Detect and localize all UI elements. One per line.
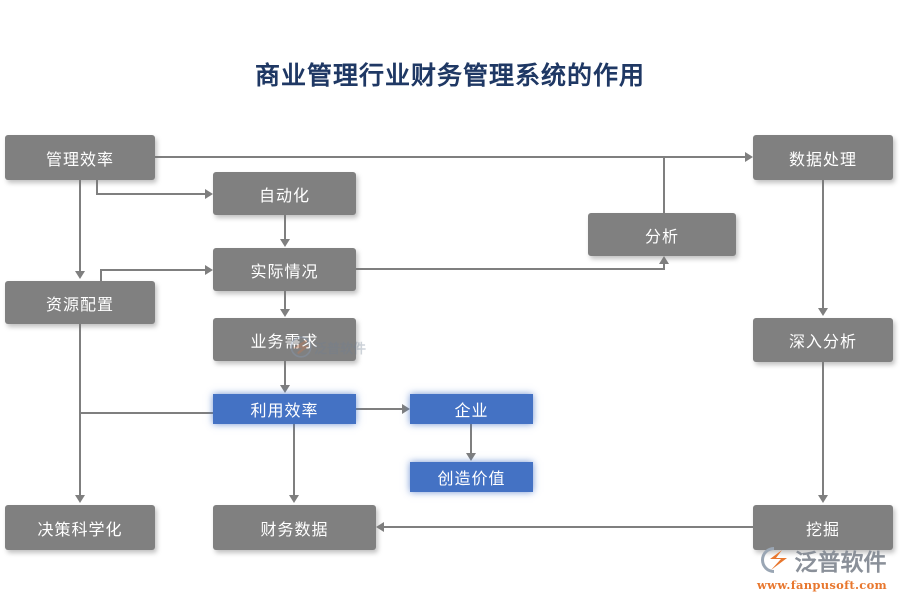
- logo-row: 泛普软件: [758, 543, 887, 577]
- node-label: 业务需求: [250, 331, 319, 351]
- node-label: 数据处理: [788, 149, 857, 169]
- edge-arrow-shijiqingkuang-top: [280, 239, 290, 247]
- edge-arrow-caiwushuju-right: [376, 522, 384, 532]
- node-label: 利用效率: [250, 401, 319, 420]
- edge-arrow-shuju: [745, 152, 753, 162]
- node-label: 企业: [454, 401, 489, 420]
- edge-guanli-shuju: [155, 156, 745, 158]
- node-label: 管理效率: [45, 149, 114, 169]
- edge-liyong-qiye: [356, 408, 402, 410]
- edge-arrow-liyongxiaolv: [280, 385, 290, 393]
- edge-shuju-shenru: [822, 180, 824, 310]
- logo-url: www.fanpusoft.com: [756, 577, 888, 592]
- node-label: 创造价值: [437, 469, 506, 488]
- edge-arrow-fenxi: [659, 256, 669, 264]
- logo-text: 泛普软件: [794, 549, 887, 576]
- node-caiwu-shuju[interactable]: 财务数据: [213, 505, 376, 550]
- node-label: 实际情况: [250, 261, 319, 281]
- node-wajue[interactable]: 挖掘: [753, 505, 893, 550]
- edge-arrow-caiwushuju-top: [289, 495, 299, 503]
- edge-qiye-chuangzao: [470, 424, 472, 454]
- page-title: 商业管理行业财务管理系统的作用: [254, 61, 645, 90]
- fanpu-swoosh-icon: [760, 546, 787, 573]
- edge-arrow-shenrufenxi: [818, 308, 828, 316]
- node-zidonghua[interactable]: 自动化: [213, 172, 356, 215]
- node-ziyuan-peizhi[interactable]: 资源配置: [5, 281, 155, 324]
- edge-ziyuan-shiji-v: [100, 269, 102, 282]
- edge-shiji-fenxi-h: [356, 268, 664, 270]
- edge-arrow-shijiqingkuang-left: [205, 265, 213, 275]
- edge-arrow-juecekexuehua: [75, 495, 85, 503]
- node-liyong-xiaolv[interactable]: 利用效率: [213, 394, 356, 424]
- node-label: 分析: [644, 226, 679, 246]
- edge-arrow-ziyuanpeizhi: [75, 271, 85, 279]
- node-label: 资源配置: [45, 294, 114, 314]
- fanpusoft-logo: 泛普软件 www.fanpusoft.com: [748, 543, 896, 592]
- node-label: 决策科学化: [37, 519, 123, 539]
- node-fenxi[interactable]: 分析: [588, 213, 736, 256]
- node-label: 财务数据: [260, 519, 329, 539]
- edge-arrow-zidonghua: [205, 189, 213, 199]
- node-yewu-xuqiu[interactable]: 业务需求: [213, 318, 356, 361]
- edge-guanli-ziyuan: [79, 180, 81, 273]
- edge-yewu-liyong: [284, 361, 286, 386]
- edge-guanli-zidong-h: [96, 193, 205, 195]
- edge-ziyuan-liyong: [79, 412, 213, 414]
- node-label: 深入分析: [788, 332, 857, 351]
- node-chuangzao-jiazhi[interactable]: 创造价值: [410, 462, 533, 492]
- edge-arrow-chuangzaojiazhi: [466, 453, 476, 461]
- edge-arrow-qiye: [402, 404, 410, 414]
- edge-shiji-fenxi-v: [663, 264, 665, 270]
- edge-fenxi-shuju: [663, 156, 665, 214]
- edge-shiji-yewu: [284, 291, 286, 311]
- edge-liyong-caiwu: [293, 424, 295, 497]
- edge-ziyuan-juece: [79, 324, 81, 497]
- edge-zidong-shiji: [284, 215, 286, 241]
- node-label: 挖掘: [805, 519, 840, 539]
- edge-guanli-zidong-v: [96, 180, 98, 194]
- node-label: 自动化: [258, 185, 310, 205]
- node-shiji-qingkuang[interactable]: 实际情况: [213, 248, 356, 291]
- node-shuju-chuli[interactable]: 数据处理: [753, 135, 893, 180]
- node-guanli-xiaolv[interactable]: 管理效率: [5, 135, 155, 180]
- edge-ziyuan-shiji-h: [100, 269, 205, 271]
- edge-wajue-caiwu: [384, 526, 753, 528]
- node-qiye[interactable]: 企业: [410, 394, 533, 424]
- edge-shenru-wajue: [822, 362, 824, 497]
- edge-arrow-wajue: [818, 495, 828, 503]
- node-shenru-fenxi[interactable]: 深入分析: [753, 318, 893, 362]
- node-juece-kexuehua[interactable]: 决策科学化: [5, 505, 155, 550]
- edge-arrow-yewuxuqiu: [280, 309, 290, 317]
